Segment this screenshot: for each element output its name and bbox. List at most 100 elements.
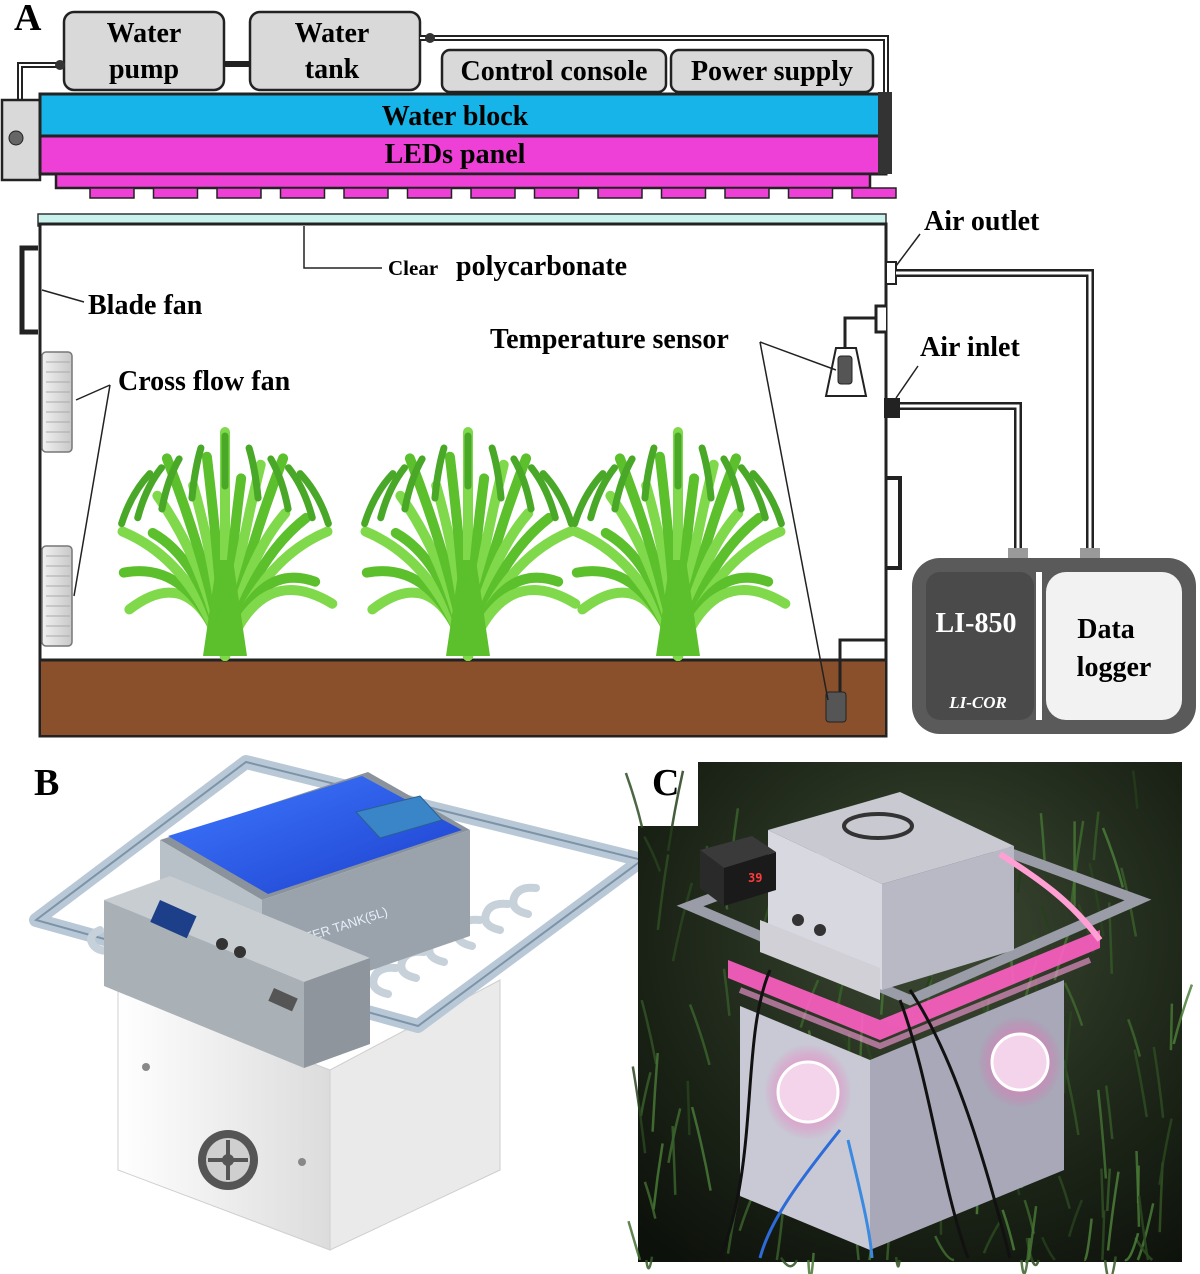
- panel-b-letter: B: [34, 762, 59, 804]
- controller-knob-1: [216, 938, 228, 950]
- soil-sensor: [825, 691, 847, 723]
- plant-panicle: [296, 470, 332, 528]
- grass-blade: [639, 1071, 652, 1117]
- timer-display: 39: [748, 871, 762, 885]
- fan-left: [776, 1060, 840, 1124]
- sensor-probe: [837, 355, 853, 385]
- plant-panicle: [587, 464, 619, 522]
- plants: [117, 427, 791, 661]
- grass-blade: [1104, 1085, 1114, 1140]
- cross-flow-fan-top: [41, 351, 73, 453]
- water-pump-label-2: pump: [109, 54, 179, 85]
- grass-blade: [1133, 1049, 1148, 1118]
- grass-blade: [1039, 812, 1046, 861]
- grass-blade: [1135, 1150, 1141, 1227]
- grass-blade: [1127, 1018, 1142, 1057]
- grass-blade: [1152, 1046, 1165, 1118]
- polycarbonate-label-small: Clear: [388, 256, 438, 280]
- water-tank-box: Water tank: [248, 10, 422, 92]
- analyzer-model-label: LI-850: [936, 608, 1017, 639]
- air-inlet-port: [884, 398, 900, 418]
- grass-blade: [982, 1221, 1001, 1254]
- timer-front: [700, 850, 724, 906]
- soil-sensor-cable: [838, 638, 886, 692]
- plant-1: [117, 427, 338, 661]
- blade-fan: [19, 245, 38, 335]
- grass-blade: [1101, 1210, 1106, 1261]
- grass-blade: [1137, 1196, 1150, 1261]
- grass-blade: [627, 1220, 642, 1261]
- air-tubes-inner: [896, 271, 1092, 548]
- right-rail: [878, 92, 892, 174]
- bracket-screw: [8, 130, 24, 146]
- plant-panicle: [284, 464, 316, 522]
- water-pump-label-1: Water: [107, 18, 182, 49]
- grass-blade: [722, 968, 731, 1016]
- led-chip: [597, 187, 643, 199]
- grass-blade: [934, 1235, 955, 1262]
- grass-blade: [1096, 1089, 1108, 1179]
- timer-side: [724, 852, 776, 906]
- control-console-box: Control console: [440, 48, 668, 94]
- plant-panicle: [361, 470, 397, 528]
- grass-blade: [645, 1256, 654, 1270]
- data-logger-label-2: logger: [1077, 652, 1152, 683]
- tubing-ring-highlights: [19, 37, 887, 100]
- led-chip: [470, 187, 516, 199]
- sensor-cable: [843, 316, 876, 350]
- power-supply-box: Power supply: [669, 48, 875, 94]
- plant-stem: [203, 560, 247, 656]
- grass-blade: [1101, 827, 1125, 888]
- plant-panicle: [267, 455, 292, 513]
- plant-3: [570, 427, 791, 661]
- leds-panel: [38, 134, 888, 176]
- plant-panicle: [720, 455, 745, 513]
- grass-blade: [1131, 770, 1139, 809]
- power-switch: [268, 988, 298, 1012]
- inlet-nozzle: [298, 1158, 306, 1166]
- plant-panicle: [527, 464, 559, 522]
- controller-knob-2: [234, 946, 246, 958]
- plant-panicle: [698, 444, 715, 502]
- outlet-fitting: [1080, 548, 1100, 560]
- plant-2: [360, 427, 581, 661]
- panel-c-letter: C: [652, 762, 679, 804]
- air-tubes: [896, 269, 1094, 548]
- grass-blade: [1041, 1236, 1056, 1261]
- led-glow-band: [728, 930, 1100, 1040]
- tank-cap: [842, 812, 914, 840]
- plant-panicle: [571, 470, 607, 528]
- air-outlet-label: Air outlet: [924, 206, 1040, 237]
- led-chips: [89, 187, 897, 199]
- cross-flow-fan-bottom: [41, 545, 73, 647]
- led-chip: [89, 187, 135, 199]
- grass-blade: [1124, 1232, 1140, 1262]
- coil-loop: [481, 899, 512, 934]
- grass-blade: [1001, 1209, 1016, 1251]
- grass-blade: [651, 1052, 659, 1132]
- grass-blade: [671, 882, 694, 962]
- panel-a: A Water pump Water tank Control console …: [0, 0, 1196, 738]
- grass-blade: [1158, 1118, 1173, 1185]
- water-block-label: Water block: [382, 101, 529, 132]
- led-chip: [787, 187, 834, 199]
- led-strip: [54, 172, 872, 190]
- grass-blade: [894, 1256, 901, 1268]
- led-chip: [406, 187, 453, 199]
- inlet-fitting: [1008, 548, 1028, 560]
- grass-blade: [631, 1066, 647, 1154]
- cross-flow-fan-label: Cross flow fan: [118, 366, 291, 397]
- photo-controller: [760, 920, 880, 1000]
- grass-blade: [1088, 862, 1105, 937]
- grass-blade: [1062, 1011, 1073, 1094]
- led-chip: [216, 187, 262, 199]
- photo-knob-2: [814, 924, 826, 936]
- plant-panicle: [188, 444, 205, 502]
- data-logger-label-1: Data: [1077, 614, 1135, 645]
- grass-blade: [666, 770, 685, 852]
- grass-blade: [1063, 982, 1084, 1027]
- plant-panicle: [158, 455, 183, 513]
- plant-panicle: [510, 455, 535, 513]
- control-console-label: Control console: [461, 56, 648, 87]
